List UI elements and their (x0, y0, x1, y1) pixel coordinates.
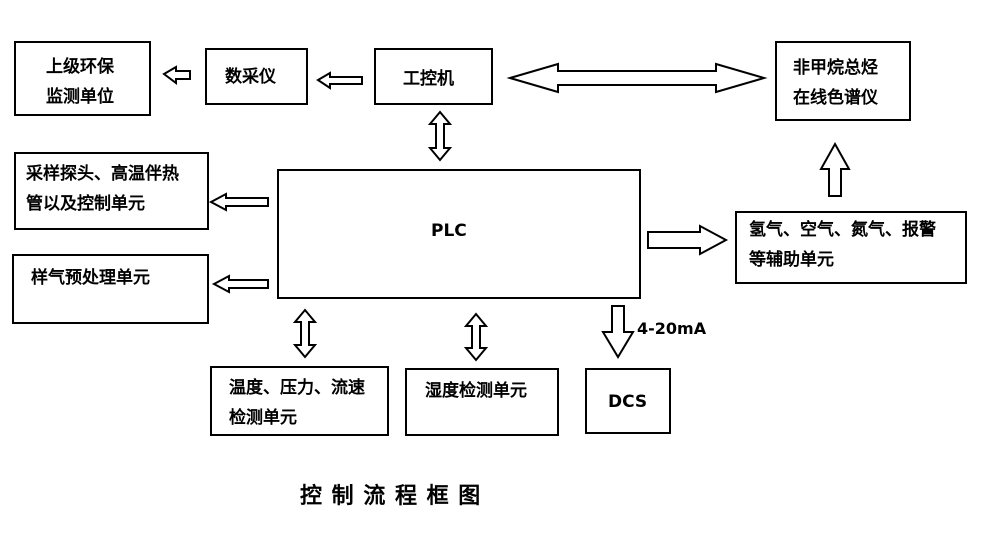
gc-analyzer-label: 非甲烷总烃 在线色谱仪 (793, 58, 878, 108)
ipc-label: 工控机 (403, 69, 454, 89)
sample-pretreatment-label: 样气预处理单元 (31, 268, 150, 288)
dcs-label: DCS (608, 392, 648, 412)
arrow-aux-to-gc (819, 141, 851, 197)
diagram-title: 控 制 流 程 框 图 (300, 484, 482, 509)
data-acquisition-box: 数采仪 (205, 48, 308, 105)
arrow-plc-to-probe (208, 192, 269, 212)
humidity-box: 湿度检测单元 (405, 368, 559, 436)
gas-auxiliary-box: 氢气、空气、氮气、报警 等辅助单元 (735, 211, 967, 284)
gc-analyzer-box: 非甲烷总烃 在线色谱仪 (775, 41, 911, 121)
arrow-ipc-gc-bidirectional (506, 62, 768, 94)
plc-box: PLC (277, 169, 641, 299)
dcs-box: DCS (585, 368, 671, 434)
sample-pretreatment-box: 样气预处理单元 (12, 254, 209, 324)
gas-auxiliary-label: 氢气、空气、氮气、报警 等辅助单元 (749, 220, 936, 270)
arrow-plc-to-dcs (601, 305, 635, 359)
signal-label: 4-20mA (637, 319, 707, 338)
ipc-box: 工控机 (374, 48, 493, 105)
temp-pressure-flow-box: 温度、压力、流速 检测单元 (210, 366, 389, 436)
temp-pressure-flow-label: 温度、压力、流速 检测单元 (229, 378, 365, 428)
arrow-plc-to-aux (647, 224, 729, 256)
data-acquisition-label: 数采仪 (225, 67, 276, 87)
plc-label: PLC (431, 221, 467, 241)
arrow-ipc-to-daq (316, 71, 363, 90)
arrow-plc-humidity-bidirectional (463, 312, 489, 362)
superior-monitoring-unit-label: 上级环保 监测单位 (46, 57, 114, 107)
arrow-daq-to-superior (162, 65, 191, 85)
arrow-plc-to-pretreatment (211, 274, 269, 294)
arrow-plc-tpf-bidirectional (292, 308, 318, 359)
superior-monitoring-unit-box: 上级环保 监测单位 (14, 41, 151, 116)
sampling-probe-label: 采样探头、高温伴热 管以及控制单元 (26, 164, 179, 214)
sampling-probe-box: 采样探头、高温伴热 管以及控制单元 (14, 152, 209, 230)
humidity-label: 湿度检测单元 (425, 381, 527, 401)
arrow-ipc-plc-bidirectional (427, 110, 453, 162)
